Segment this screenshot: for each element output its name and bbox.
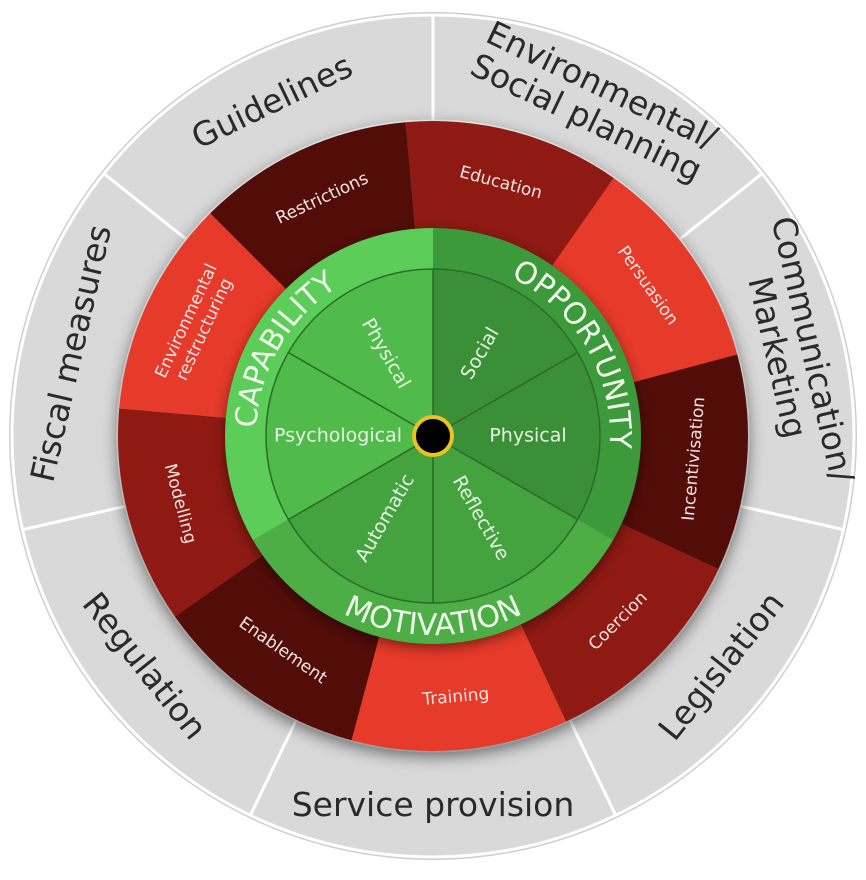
component-label: Psychological bbox=[274, 425, 402, 447]
component-segment[interactable] bbox=[287, 268, 434, 438]
source-segment[interactable] bbox=[433, 228, 641, 540]
component-segment[interactable] bbox=[432, 434, 579, 604]
center-hub bbox=[412, 415, 454, 457]
policy-label: Service provision bbox=[292, 785, 575, 824]
intervention-segment[interactable] bbox=[520, 523, 719, 722]
component-segment[interactable] bbox=[432, 268, 579, 438]
policy-label-line: Service provision bbox=[292, 785, 575, 824]
intervention-segment[interactable] bbox=[351, 622, 567, 751]
source-segment[interactable] bbox=[225, 228, 433, 540]
intervention-segment[interactable] bbox=[551, 177, 738, 383]
component-segment[interactable] bbox=[431, 351, 601, 521]
intervention-segment[interactable] bbox=[210, 122, 416, 291]
component-label: Physical bbox=[489, 425, 566, 447]
intervention-segment[interactable] bbox=[174, 554, 380, 741]
intervention-segment[interactable] bbox=[619, 354, 748, 570]
component-segment[interactable] bbox=[265, 351, 435, 521]
sources-ring bbox=[225, 228, 641, 644]
source-segment[interactable] bbox=[252, 519, 614, 645]
component-segment[interactable] bbox=[287, 434, 434, 604]
intervention-segment[interactable] bbox=[119, 213, 288, 419]
